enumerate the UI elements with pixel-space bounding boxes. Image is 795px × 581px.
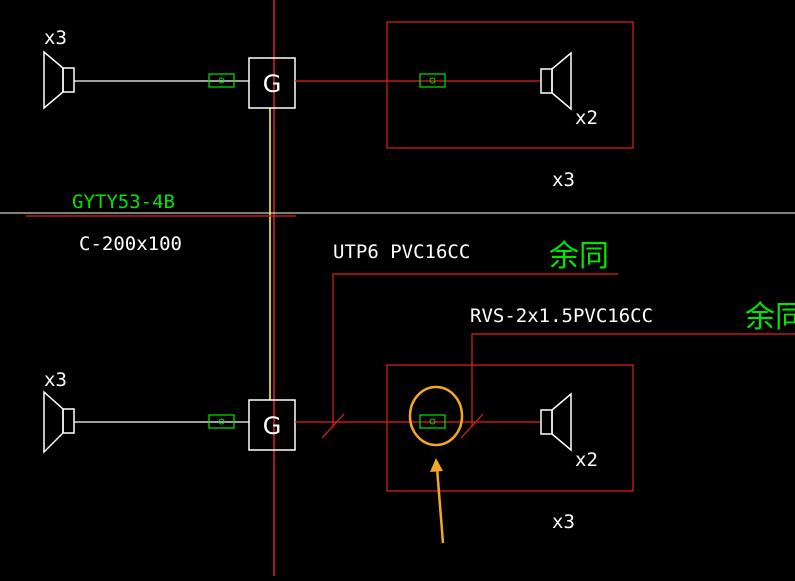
bottom-left-speaker bbox=[43, 390, 75, 454]
rvs-cable-label: RVS-2x1.5PVC16CC bbox=[470, 305, 653, 327]
bottom-room-box bbox=[386, 364, 634, 492]
top-box-x3-label: x3 bbox=[552, 169, 575, 191]
bottom-g-label: G bbox=[263, 412, 282, 440]
bottom-left-x3-label: x3 bbox=[44, 369, 67, 391]
bottom-right-green-module bbox=[419, 414, 446, 429]
top-room-box bbox=[386, 21, 634, 149]
utp-cable-label: UTP6 PVC16CC bbox=[333, 241, 470, 263]
rvs-leader-line bbox=[471, 333, 795, 427]
bottom-right-speaker bbox=[540, 392, 572, 452]
top-g-device: G bbox=[248, 57, 296, 109]
highlight-arrow bbox=[430, 458, 445, 544]
bottom-g-device: G bbox=[248, 399, 296, 451]
bottom-box-x3-label: x3 bbox=[552, 511, 575, 533]
top-g-label: G bbox=[263, 70, 282, 98]
top-left-x3-label: x3 bbox=[44, 27, 67, 49]
utp-leader-line bbox=[332, 273, 618, 427]
top-box-x2-label: x2 bbox=[575, 107, 598, 129]
bottom-box-x2-label: x2 bbox=[575, 449, 598, 471]
same1-label: 余同 bbox=[549, 239, 609, 274]
same2-label: 余同 bbox=[745, 300, 795, 335]
tick-mark-left bbox=[321, 413, 345, 439]
top-left-speaker bbox=[43, 50, 75, 110]
highlight-circle bbox=[408, 385, 464, 447]
top-right-speaker bbox=[540, 51, 572, 111]
top-right-green-module bbox=[419, 73, 446, 88]
top-left-green-module bbox=[208, 73, 235, 88]
tick-mark-right bbox=[460, 413, 484, 439]
gyty-cable-label: GYTY53-4B bbox=[72, 191, 175, 213]
tray-label: C-200x100 bbox=[79, 233, 182, 255]
bottom-left-green-module bbox=[208, 414, 235, 429]
